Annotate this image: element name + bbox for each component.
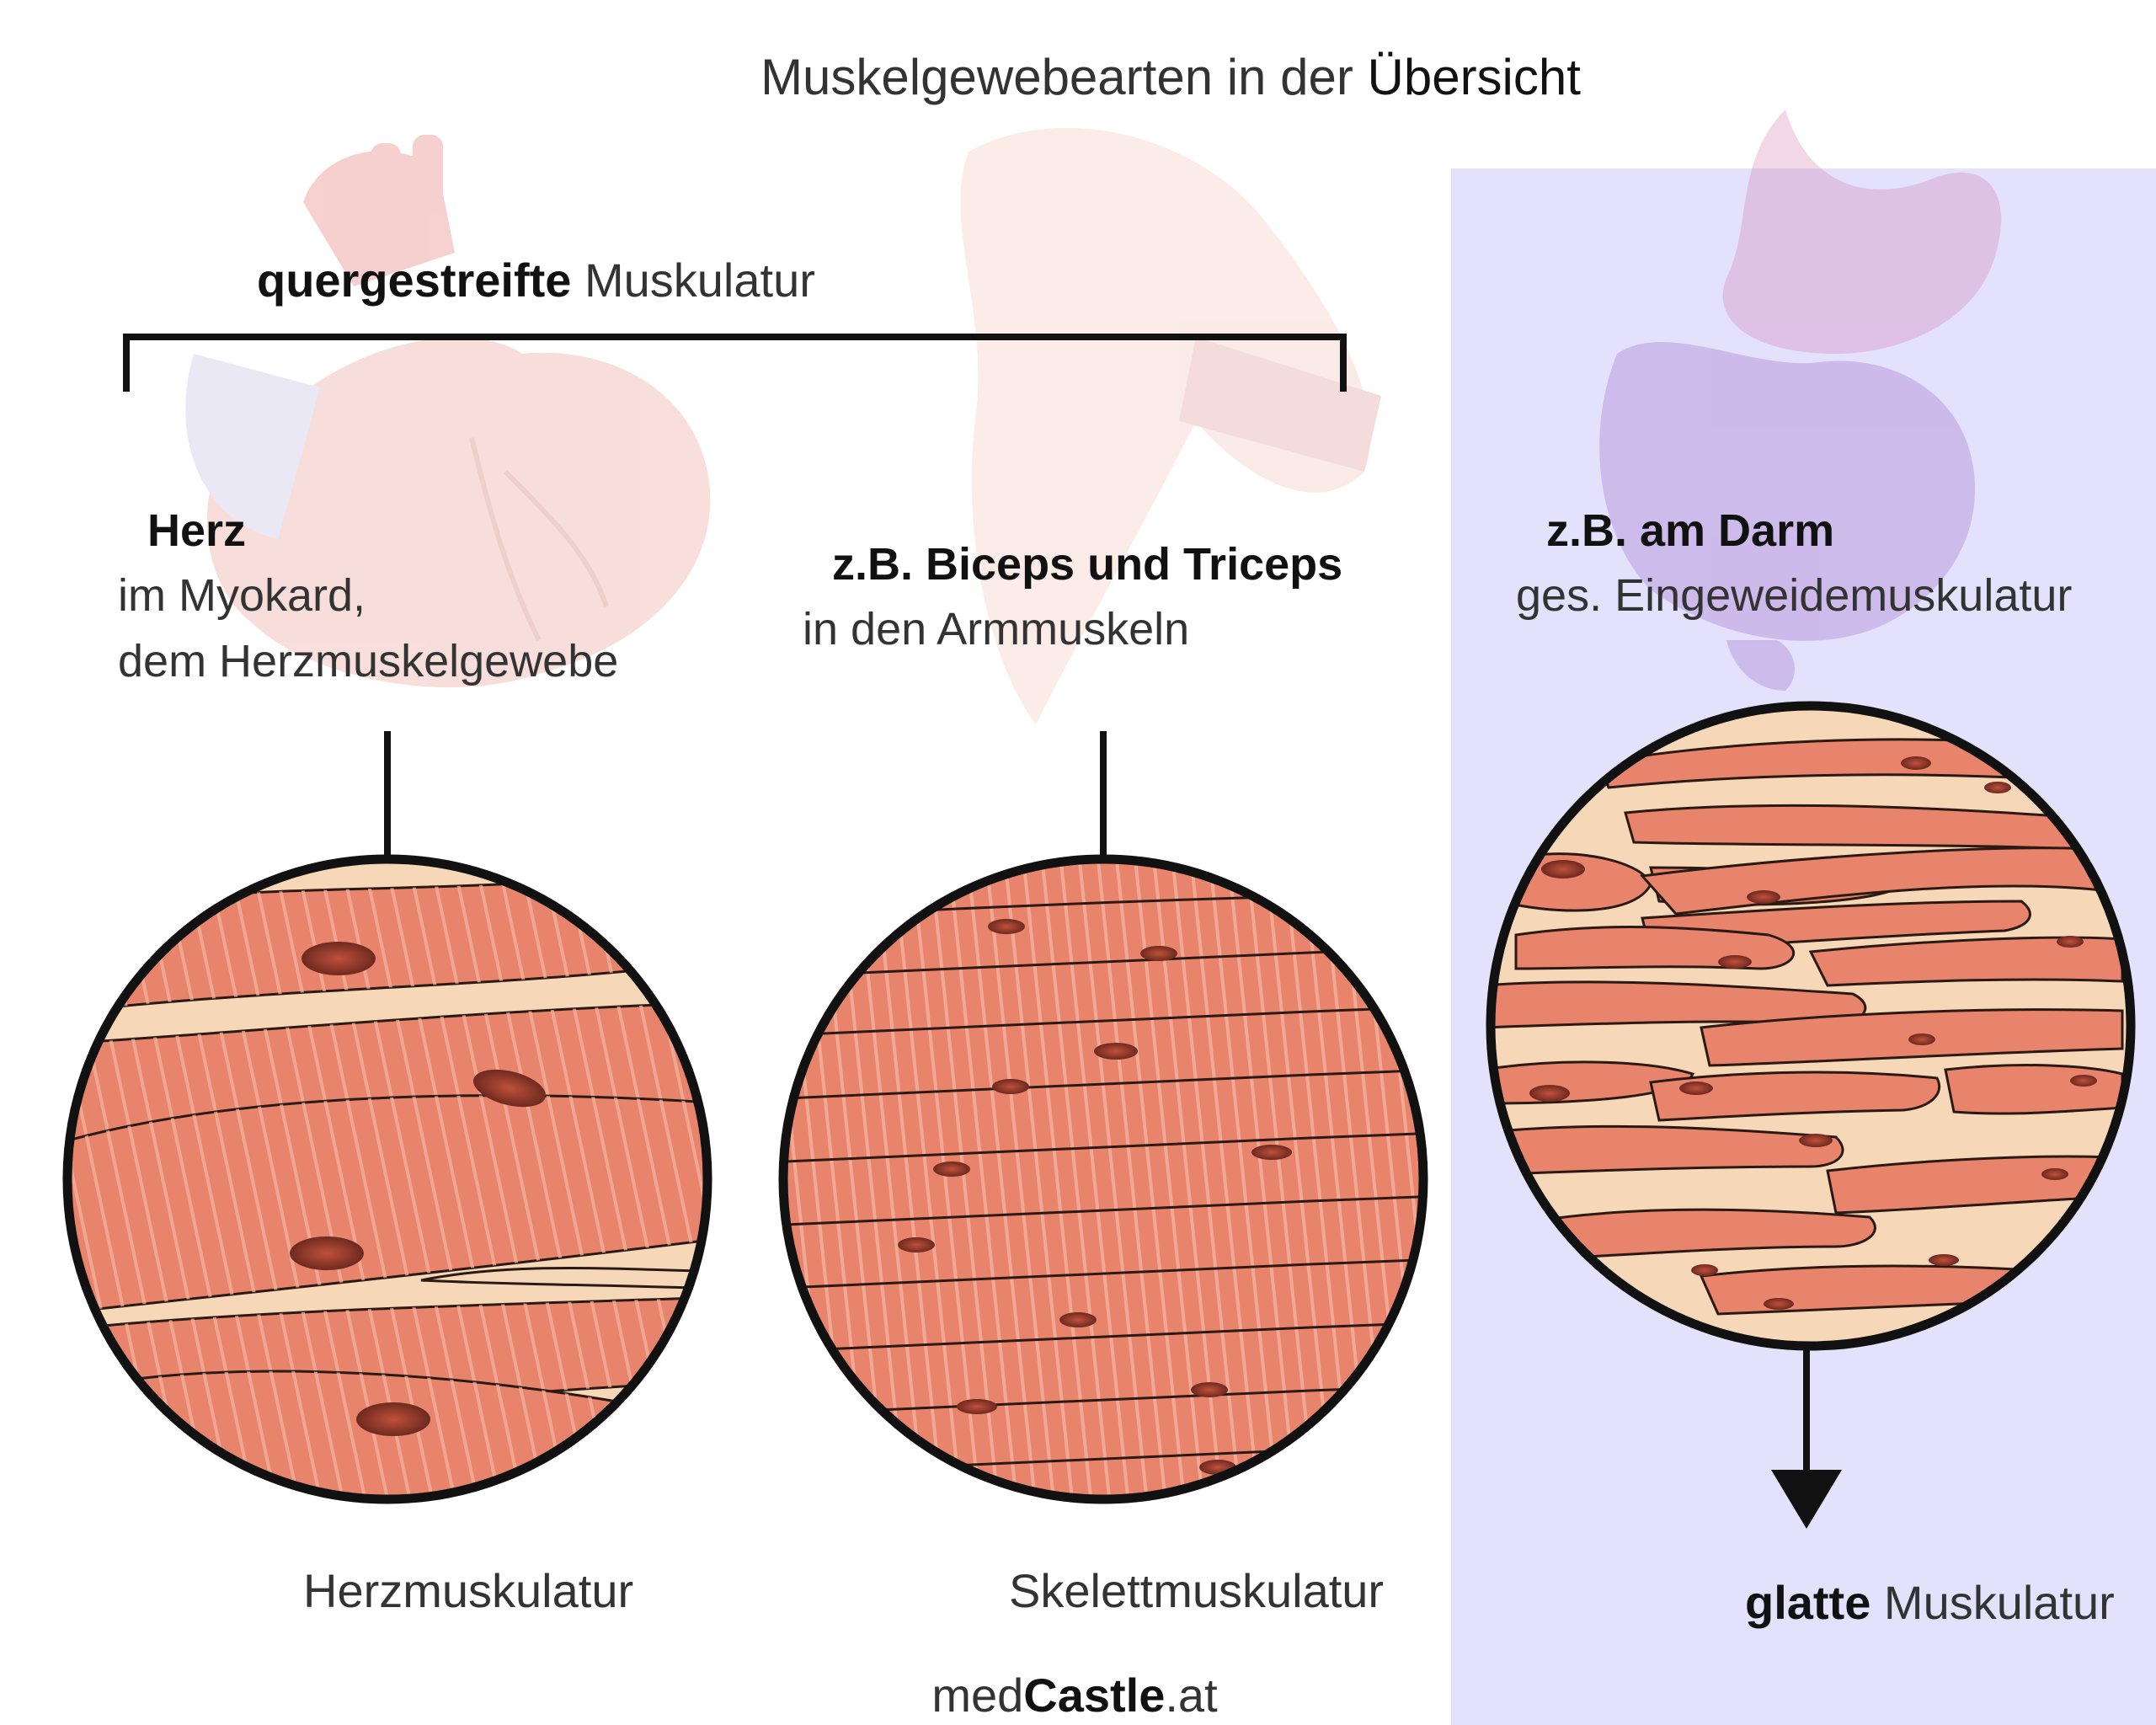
heart-line-1: im Myokard, <box>118 570 366 621</box>
smooth-caption: glatte Muskulatur <box>1745 1576 2115 1629</box>
arm-muscle-background-illustration <box>960 127 1381 724</box>
skeletal-caption: Skelettmuskulatur <box>1009 1564 1384 1617</box>
heart-line-2: dem Herzmuskelgewebe <box>118 636 618 686</box>
bracket-label-rest: Muskulatur <box>571 254 814 307</box>
diagram-title: Muskelgewebearten in der Übersicht <box>760 49 1581 105</box>
title-prefix: Muskelgewebearten in der <box>760 49 1367 105</box>
smooth-caption-bold: glatte <box>1745 1576 1870 1629</box>
title-emph: Übersicht <box>1368 49 1582 105</box>
footer-brand-pre: med <box>931 1669 1023 1722</box>
bracket-label-bold: quergestreifte <box>257 254 571 307</box>
heart-muscle-tissue <box>67 859 707 1499</box>
skeletal-heading: z.B. Biceps und Triceps <box>832 539 1342 590</box>
skeletal-muscle-circle <box>778 854 1428 1504</box>
smooth-arrow-head <box>1771 1470 1842 1529</box>
smooth-caption-rest: Muskulatur <box>1870 1576 2114 1629</box>
smooth-heading: z.B. am Darm <box>1546 505 1834 556</box>
heart-heading: Herz <box>147 505 246 556</box>
intestine-background-illustration <box>1599 109 2002 691</box>
heart-background-illustration <box>185 135 711 688</box>
footer-brand-bold: Castle <box>1023 1669 1165 1722</box>
striated-muscle-bracket <box>123 334 1347 392</box>
smooth-line-1: ges. Eingeweidemuskulatur <box>1516 570 2072 621</box>
footer-brand-post: .at <box>1165 1669 1218 1722</box>
skeletal-muscle-tissue <box>783 859 1423 1499</box>
smooth-muscle-circle <box>1486 701 2136 1351</box>
heart-caption: Herzmuskulatur <box>303 1564 633 1617</box>
heart-muscle-circle <box>62 854 712 1504</box>
skeletal-line-1: in den Armmuskeln <box>803 604 1189 654</box>
smooth-muscle-tissue <box>1491 706 2131 1346</box>
footer-brand: medCastle.at <box>931 1669 1218 1722</box>
bracket-label: quergestreifte Muskulatur <box>257 254 815 307</box>
